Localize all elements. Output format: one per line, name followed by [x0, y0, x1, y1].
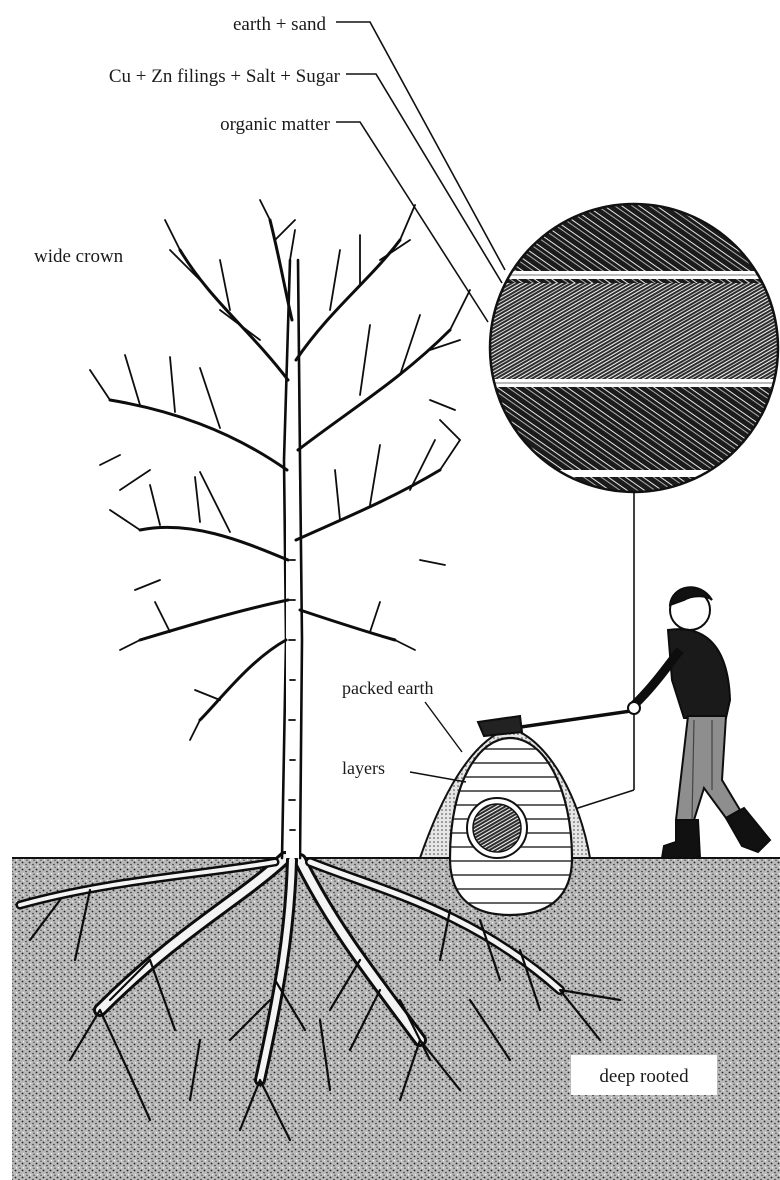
deep-rooted-tag: deep rooted — [571, 1055, 717, 1095]
label-wide-crown: wide crown — [34, 246, 124, 267]
label-mixture: Cu + Zn filings + Salt + Sugar — [109, 66, 341, 87]
label-deep-rooted: deep rooted — [599, 1066, 689, 1087]
label-packed-earth: packed earth — [342, 678, 433, 698]
tree-illustration — [90, 200, 470, 858]
leader-lines — [336, 22, 505, 322]
label-earth-sand: earth + sand — [233, 14, 327, 35]
label-layers: layers — [342, 758, 385, 778]
leader-packed-earth — [425, 702, 462, 752]
label-organic-matter: organic matter — [220, 114, 331, 135]
layer-cross-section-magnifier — [490, 204, 780, 825]
